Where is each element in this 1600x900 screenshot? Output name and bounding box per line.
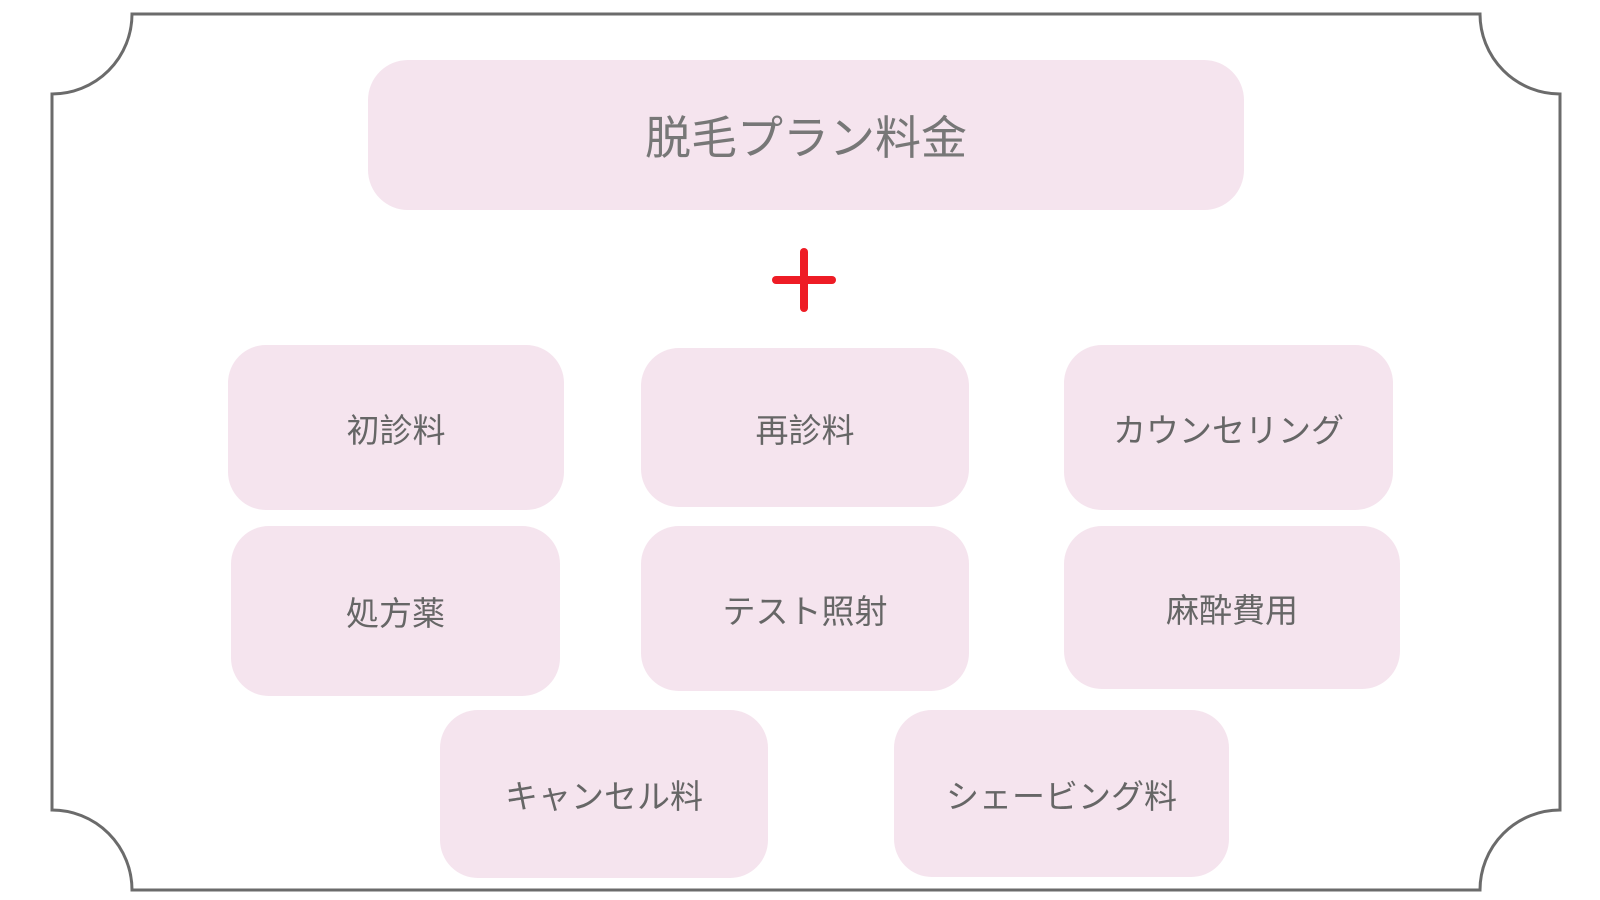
fee-shaving: シェービング料	[894, 710, 1229, 877]
fee-test-irradiation: テスト照射	[641, 526, 969, 691]
fee-follow-up-consultation: 再診料	[641, 348, 969, 507]
fee-anesthesia: 麻酔費用	[1064, 526, 1400, 689]
plan-fee-title: 脱毛プラン料金	[368, 60, 1244, 210]
fee-initial-consultation: 初診料	[228, 345, 564, 510]
fee-prescription: 処方薬	[231, 526, 560, 696]
plus-icon	[772, 248, 836, 312]
fee-cancellation: キャンセル料	[440, 710, 768, 878]
fee-counseling: カウンセリング	[1064, 345, 1393, 510]
